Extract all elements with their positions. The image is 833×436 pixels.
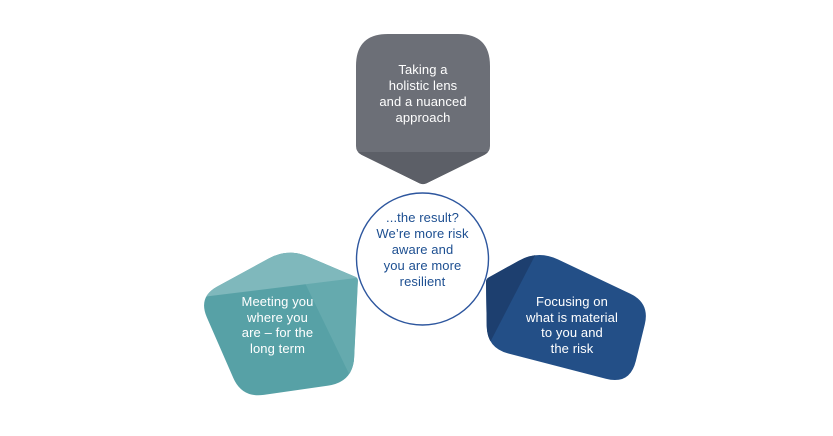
center-circle: [355, 192, 490, 326]
petal-label-bottom-right: Focusing on what is material to you and …: [526, 294, 618, 356]
petal-top-shape: [356, 34, 490, 185]
petal-label-bottom-left: Meeting you where you are – for the long…: [241, 294, 314, 356]
petal-bottom-right-facet: [486, 255, 541, 352]
petal-label-top: Taking a holistic lens and a nuanced app…: [379, 62, 467, 125]
petal-top-facet: [356, 152, 490, 185]
center-circle-label: ...the result? We’re more risk aware and…: [376, 210, 469, 289]
